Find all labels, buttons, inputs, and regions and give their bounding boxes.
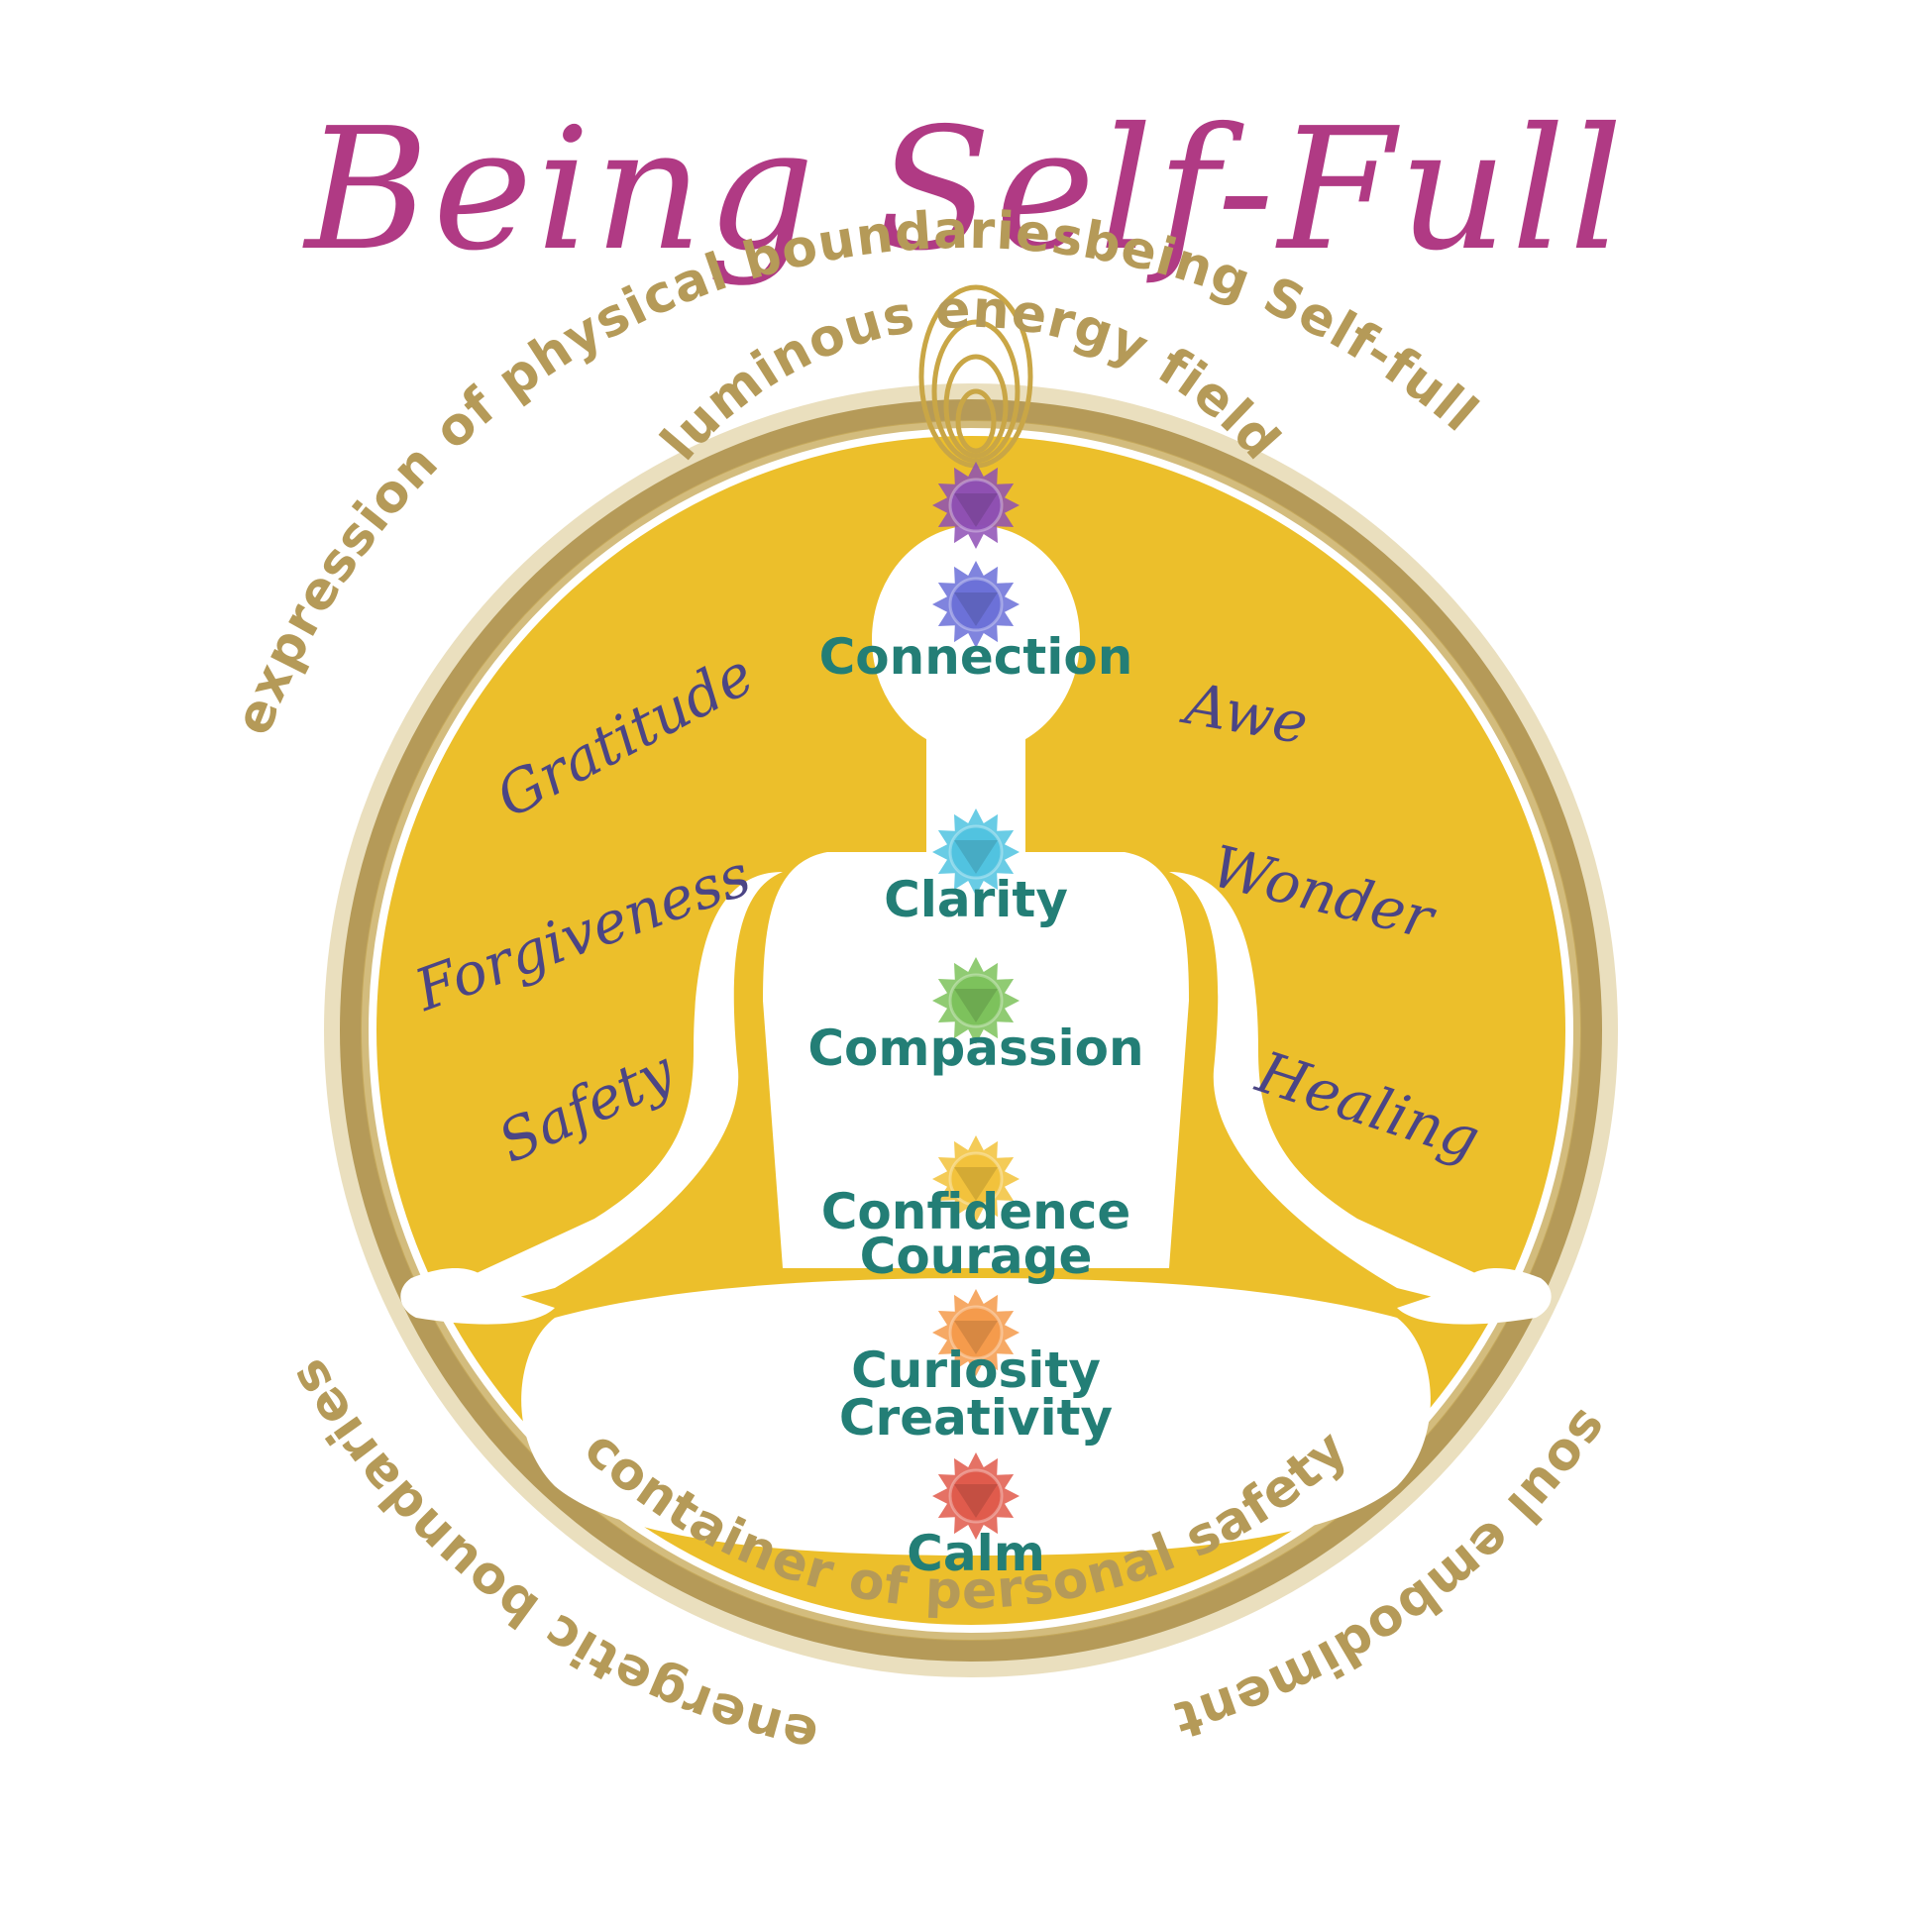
chakra-column: ConnectionClarityCompassionConfidenceCou…	[807, 462, 1144, 1582]
chakra-label-courage: Courage	[860, 1228, 1093, 1285]
chakra-label-creativity: Creativity	[839, 1389, 1113, 1447]
throat-chakra-icon	[932, 808, 1020, 896]
chakra-label-calm: Calm	[907, 1525, 1045, 1582]
third-eye-chakra-icon	[932, 561, 1020, 648]
chakra-label-curiosity: Curiosity	[851, 1342, 1101, 1399]
chakra-label-compassion: Compassion	[807, 1020, 1143, 1077]
meditating-figure-silhouette	[400, 525, 1552, 1556]
sacral-chakra-icon	[932, 1289, 1020, 1376]
chakra-label-confidence: Confidence	[821, 1183, 1131, 1240]
crown-chakra-icon	[932, 462, 1020, 549]
solar-plexus-chakra-icon	[932, 1135, 1020, 1223]
chakra-label-connection: Connection	[819, 628, 1133, 686]
root-chakra-icon	[932, 1452, 1020, 1540]
heart-chakra-icon	[932, 957, 1020, 1044]
chakra-label-clarity: Clarity	[884, 871, 1068, 928]
page-title: Being Self-Full	[302, 92, 1627, 288]
